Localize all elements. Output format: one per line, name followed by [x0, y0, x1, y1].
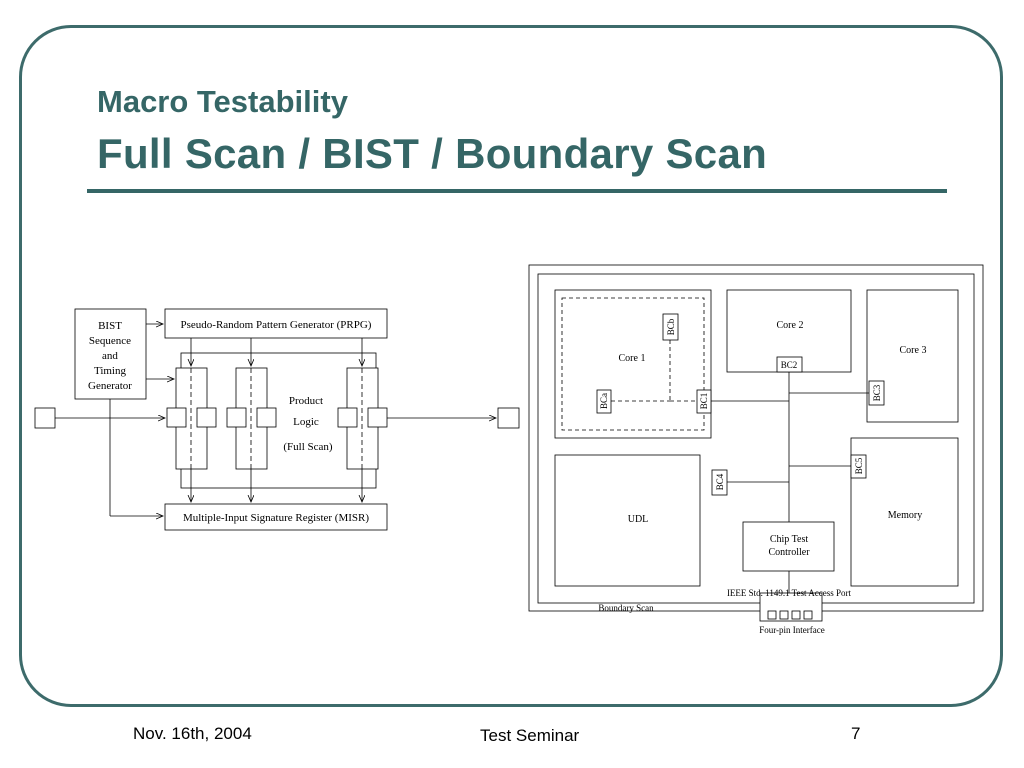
svg-text:Generator: Generator — [88, 380, 132, 392]
bc1-label: BC1 — [699, 393, 709, 410]
bc5-label: BC5 — [854, 457, 864, 474]
product-logic-label: Logic — [293, 416, 319, 428]
prpg-box — [164, 308, 388, 339]
page-number: 7 — [851, 724, 861, 743]
bcb-cell — [662, 313, 679, 341]
svg-text:Core 1: Core 1 — [619, 353, 646, 364]
prpg-label: Pseudo-Random Pattern Generator (PRPG) — [181, 319, 372, 331]
svg-text:Chip Test: Chip Test — [770, 534, 809, 545]
four-pin-label: Four-pin Interface — [759, 625, 825, 635]
bca-label: BCa — [599, 393, 609, 409]
bist-label: Sequence — [89, 335, 131, 347]
bc3-label: BC3 — [872, 384, 882, 401]
tap-pin — [779, 610, 789, 620]
core-3-box — [866, 289, 959, 423]
scan-cell — [166, 407, 187, 428]
chip-outline — [528, 264, 984, 612]
udl-label: UDL — [628, 514, 649, 525]
tap-pin — [791, 610, 801, 620]
svg-text:BC3: BC3 — [872, 384, 882, 401]
svg-text:UDL: UDL — [628, 514, 649, 525]
misr-box — [164, 503, 388, 531]
svg-text:Multiple-Input Signature Regis: Multiple-Input Signature Register (MISR) — [183, 512, 369, 524]
svg-text:BIST: BIST — [98, 320, 122, 332]
slide-frame — [19, 25, 1003, 707]
svg-text:IEEE Std. 1149.1 Test Access P: IEEE Std. 1149.1 Test Access Port — [727, 588, 852, 598]
boundary-scan-diagram — [528, 264, 984, 622]
svg-text:BC2: BC2 — [781, 360, 798, 370]
svg-text:Boundary Scan: Boundary Scan — [598, 603, 654, 613]
boundary-scan-ring — [537, 273, 975, 604]
bc1-cell — [696, 389, 712, 414]
scan-cell — [256, 407, 277, 428]
core-1-box — [554, 289, 712, 439]
scan-cell — [337, 407, 358, 428]
footer-title: Test Seminar — [480, 726, 580, 745]
tap-pin — [767, 610, 777, 620]
core-2-label: Core 2 — [777, 320, 804, 331]
svg-text:BCb: BCb — [666, 318, 676, 335]
svg-text:Logic: Logic — [293, 416, 319, 428]
core-1-label: Core 1 — [619, 353, 646, 364]
bist-label: and — [102, 350, 118, 362]
slide-subtitle: Full Scan / BIST / Boundary Scan — [97, 130, 768, 177]
bc4-label: BC4 — [715, 473, 725, 490]
svg-text:Sequence: Sequence — [89, 335, 131, 347]
bist-generator-box — [74, 308, 147, 400]
scan-cell — [196, 407, 217, 428]
full-scan-bist-diagram — [34, 308, 520, 531]
tap-pin — [803, 610, 813, 620]
scan-cell — [226, 407, 247, 428]
bist-label: Generator — [88, 380, 132, 392]
bc2-label: BC2 — [781, 360, 798, 370]
udl-box — [554, 454, 701, 587]
primary-input-pad — [34, 407, 56, 429]
svg-text:BC1: BC1 — [699, 393, 709, 410]
svg-text:BCa: BCa — [599, 393, 609, 409]
memory-box — [850, 437, 959, 587]
left-diagram-labels: BIST Sequence and Timing Generator Pseud… — [88, 319, 372, 524]
misr-label: Multiple-Input Signature Register (MISR) — [183, 512, 369, 524]
scan-cell — [367, 407, 388, 428]
bist-label: BIST — [98, 320, 122, 332]
product-logic-label: Product — [289, 395, 323, 407]
bcb-label: BCb — [666, 318, 676, 335]
svg-text:BC5: BC5 — [854, 457, 864, 474]
slide-title: Macro Testability — [97, 84, 348, 119]
svg-text:Product: Product — [289, 395, 323, 407]
bc2-cell — [776, 356, 803, 373]
svg-text:and: and — [102, 350, 118, 362]
primary-output-pad — [497, 407, 520, 429]
footer-date: Nov. 16th, 2004 — [133, 724, 252, 743]
memory-label: Memory — [888, 510, 922, 521]
bc5-cell — [850, 454, 867, 479]
controller-label: Controller — [768, 547, 810, 558]
tap-label: IEEE Std. 1149.1 Test Access Port — [727, 588, 852, 598]
product-logic-label: (Full Scan) — [283, 441, 333, 453]
svg-text:Memory: Memory — [888, 510, 922, 521]
boundary-scan-label: Boundary Scan — [598, 603, 654, 613]
svg-text:Controller: Controller — [768, 547, 810, 558]
svg-text:Timing: Timing — [94, 365, 127, 377]
bc4-cell — [711, 469, 728, 496]
bist-label: Timing — [94, 365, 127, 377]
svg-text:BC4: BC4 — [715, 473, 725, 490]
core-3-label: Core 3 — [900, 345, 927, 356]
bca-cell — [596, 389, 612, 414]
title-divider — [87, 189, 947, 193]
svg-text:Pseudo-Random Pattern Generato: Pseudo-Random Pattern Generator (PRPG) — [181, 319, 372, 331]
svg-text:Four-pin Interface: Four-pin Interface — [759, 625, 825, 635]
controller-label: Chip Test — [770, 534, 809, 545]
chip-test-controller-box — [742, 521, 835, 572]
svg-text:Core 2: Core 2 — [777, 320, 804, 331]
svg-text:(Full Scan): (Full Scan) — [283, 441, 333, 453]
right-diagram-labels: Core 1 Core 2 Core 3 UDL Memory Chip Tes… — [598, 318, 926, 635]
svg-text:Core 3: Core 3 — [900, 345, 927, 356]
